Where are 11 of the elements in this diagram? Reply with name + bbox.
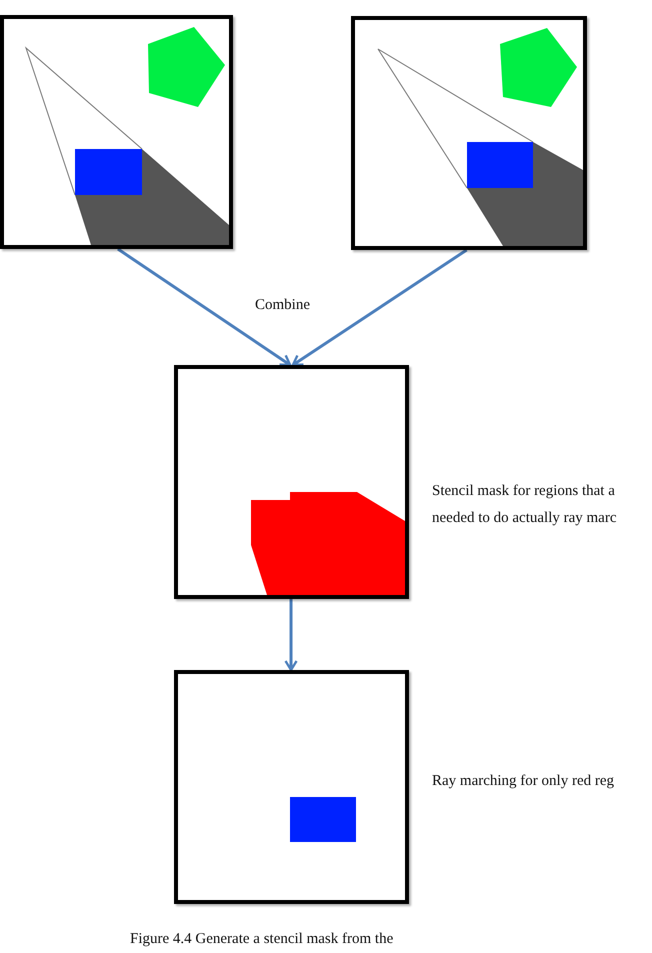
step-label: Combine xyxy=(255,296,310,315)
picture-frame xyxy=(0,15,233,249)
description-text: Ray marching for only red reg xyxy=(432,772,616,791)
description-text: Stencil mask for regions that a needed to do actually ray marc xyxy=(432,482,618,528)
picture-frame xyxy=(174,365,409,599)
arrow xyxy=(292,248,468,366)
picture-frame xyxy=(351,16,587,250)
arrow xyxy=(117,248,292,366)
figure-caption: Figure 4.4 Generate a stencil mask from the xyxy=(130,930,394,949)
arrow xyxy=(284,599,298,672)
picture-frame xyxy=(174,670,409,904)
